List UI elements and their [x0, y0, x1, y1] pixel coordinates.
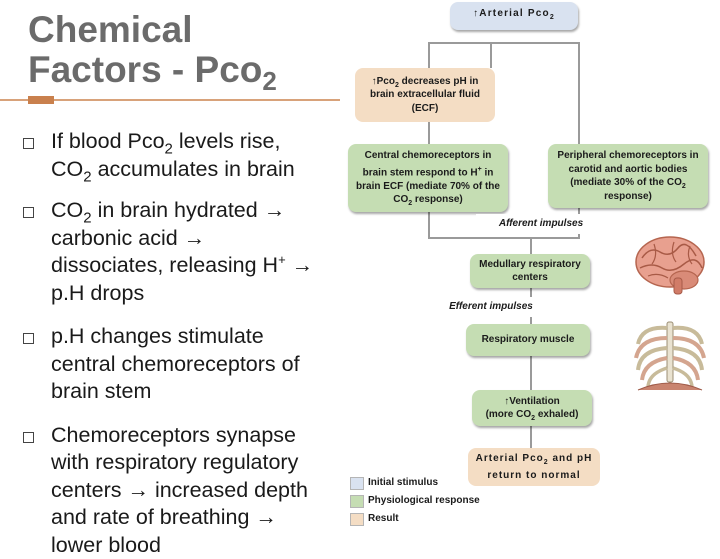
node-text: Peripheral chemoreceptors in carotid and…	[557, 150, 698, 188]
connector-line	[530, 237, 532, 255]
legend-swatch	[350, 513, 364, 526]
connector-line	[428, 42, 580, 44]
title-line-1: Chemical	[28, 10, 348, 50]
node-text: Pco	[377, 76, 395, 87]
bullet-list: If blood Pco2 levels rise, CO2 accumulat…	[23, 128, 323, 559]
legend-label: Initial stimulus	[368, 477, 438, 488]
legend-label: Result	[368, 513, 399, 524]
bullet-text: accumulates in brain	[92, 157, 295, 181]
bullet-box-icon	[23, 432, 34, 443]
node-text: and pH	[549, 453, 593, 464]
connector-line	[428, 212, 430, 238]
central-chemoreceptors-node: Central chemoreceptors in brain stem res…	[348, 144, 508, 212]
legend-item: Physiological response	[350, 494, 510, 510]
bullet-sup: +	[278, 252, 286, 267]
legend-item: Initial stimulus	[350, 476, 510, 492]
bullet-sub: 2	[83, 209, 91, 226]
connector-line	[428, 237, 580, 239]
bullet-sub: 2	[83, 168, 91, 185]
title-line-2-main: Factors - Pco	[28, 49, 262, 90]
legend-swatch	[350, 477, 364, 490]
title-line-2-sub: 2	[262, 66, 276, 96]
node-text: response)	[604, 191, 652, 202]
node-text: Arterial Pco	[479, 8, 550, 19]
bullet-item: If blood Pco2 levels rise, CO2 accumulat…	[23, 128, 323, 183]
efferent-impulses-label: Efferent impulses	[426, 297, 556, 317]
node-text: response)	[412, 194, 463, 205]
node-text: Central chemoreceptors in brain stem res…	[363, 150, 492, 178]
bullet-text: CO	[51, 198, 83, 222]
bullet-item: Chemoreceptors synapse with respiratory …	[23, 422, 323, 559]
connector-line	[428, 120, 430, 144]
node-text: (more CO	[486, 409, 532, 420]
node-sub: 2	[682, 183, 686, 190]
bullet-item: CO2 in brain hydrated → carbonic acid → …	[23, 197, 323, 307]
peripheral-chemoreceptors-node: Peripheral chemoreceptors in carotid and…	[548, 144, 708, 208]
slide-title: Chemical Factors - Pco2	[28, 10, 348, 90]
connector-line	[490, 42, 492, 68]
connector-line	[428, 42, 430, 68]
bullet-box-icon	[23, 207, 34, 218]
connector-line	[578, 42, 580, 146]
legend-swatch	[350, 495, 364, 508]
bullet-text: If blood Pco	[51, 129, 165, 153]
node-text: Ventilation	[509, 396, 560, 407]
afferent-impulses-label: Afferent impulses	[476, 214, 606, 234]
title-accent-mark	[28, 96, 54, 104]
ventilation-node: ↑Ventilation (more CO2 exhaled)	[472, 390, 592, 426]
connector-line	[530, 356, 532, 392]
arterial-pco2-node: ↑Arterial Pco2	[450, 2, 578, 30]
bullet-box-icon	[23, 138, 34, 149]
connector-line	[530, 424, 532, 450]
node-text: exhaled)	[535, 409, 578, 420]
bullet-text: Chemoreceptors synapse with respiratory …	[51, 423, 308, 557]
chemoreceptor-flow-diagram: ↑Arterial Pco2 ↑Pco2 decreases pH in bra…	[340, 0, 720, 540]
ribcage-illustration	[632, 316, 708, 398]
bullet-text: p.H changes stimulate central chemorecep…	[51, 324, 300, 403]
bullet-sub: 2	[165, 140, 173, 157]
medullary-centers-node: Medullary respiratory centers	[470, 254, 590, 288]
bullet-item: p.H changes stimulate central chemorecep…	[23, 323, 323, 406]
legend-item: Result	[350, 512, 510, 528]
title-line-2: Factors - Pco2	[28, 50, 348, 90]
bullet-box-icon	[23, 333, 34, 344]
node-sub: 2	[550, 14, 555, 21]
pco2-decreases-ph-node: ↑Pco2 decreases pH in brain extracellula…	[355, 68, 495, 122]
brain-illustration	[634, 234, 710, 296]
respiratory-muscle-node: Respiratory muscle	[466, 324, 590, 356]
node-text: Arterial Pco	[476, 453, 544, 464]
legend-label: Physiological response	[368, 495, 480, 506]
